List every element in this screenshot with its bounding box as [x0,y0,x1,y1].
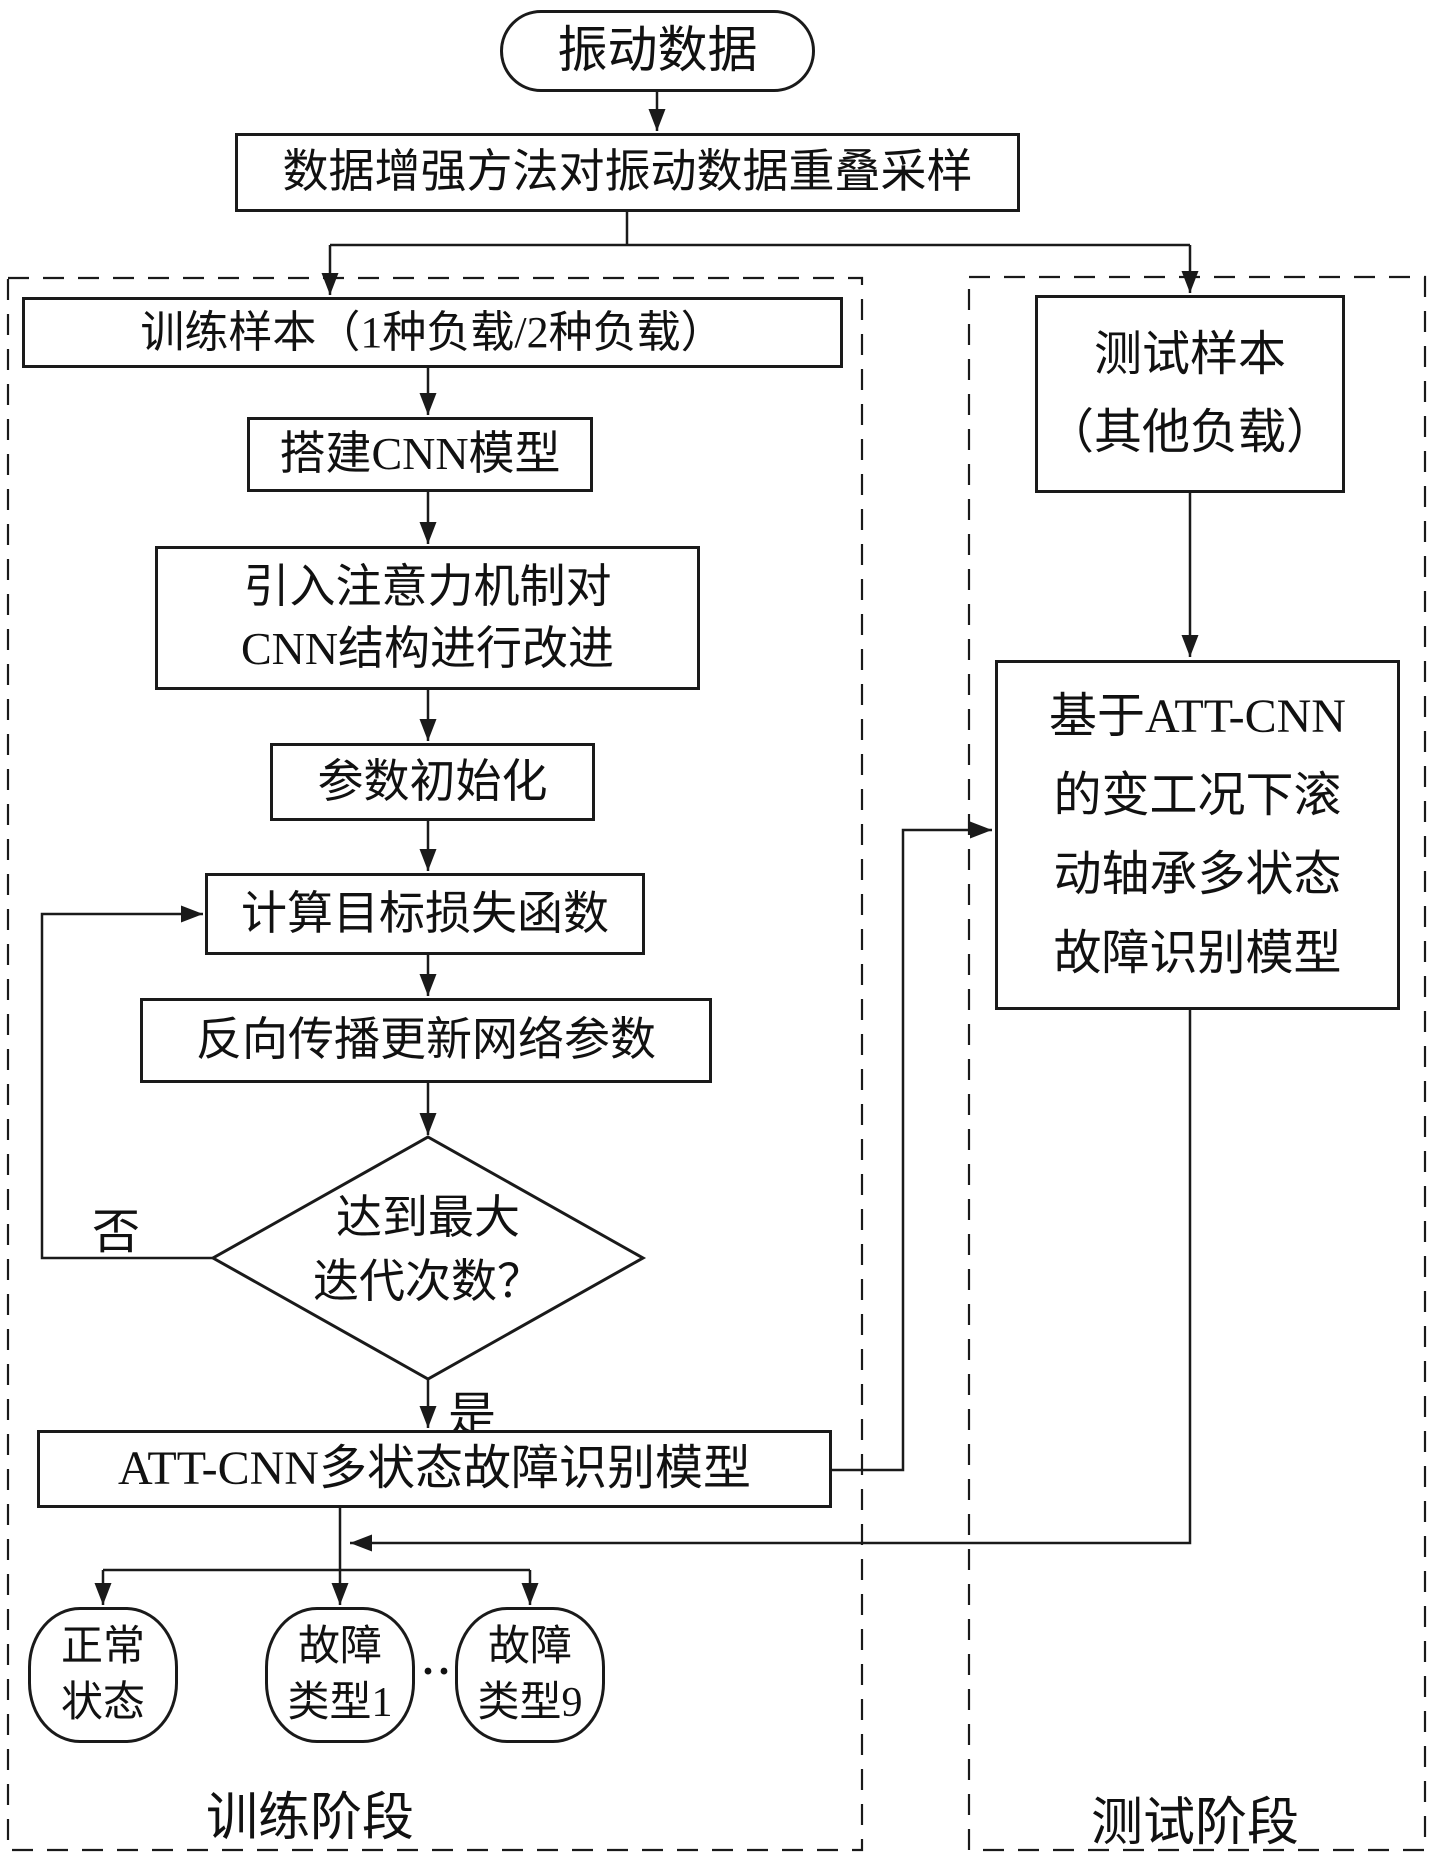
node-output-fault1: 故障 类型1 [265,1607,415,1743]
training-phase-dashed-box [6,276,864,1852]
node-parameter-init-label: 参数初始化 [317,755,548,807]
node-backpropagation-label: 反向传播更新网络参数 [196,1014,656,1066]
output-fault9-line2: 类型9 [477,1680,583,1726]
node-vibration-data-label: 振动数据 [557,22,758,79]
node-loss-function-label: 计算目标损失函数 [241,887,609,939]
output-fault1-line2: 类型1 [287,1680,393,1726]
node-training-samples: 训练样本（1种负载/2种负载） [22,297,843,368]
testing-phase-label: 测试阶段 [1090,1795,1299,1852]
connector-split [330,212,1190,247]
node-output-normal: 正常 状态 [28,1607,178,1743]
node-build-cnn-label: 搭建CNN模型 [279,428,561,480]
connector-attmodel-testmodel [832,821,992,1472]
node-build-cnn: 搭建CNN模型 [247,417,593,492]
decision-line1: 达到最大 [336,1192,520,1243]
test-samples-line2: （其他负载） [1045,406,1334,459]
node-backpropagation: 反向传播更新网络参数 [140,998,712,1083]
testing-phase-dashed-box [967,275,1427,1852]
connector-testmodel-outputs [350,1010,1192,1552]
node-att-cnn-model-label: ATT-CNN多状态故障识别模型 [118,1441,751,1495]
node-test-samples: 测试样本 （其他负载） [1035,295,1345,493]
node-parameter-init: 参数初始化 [270,743,595,821]
connector-output-branch [103,1508,530,1572]
output-normal-line2: 状态 [60,1680,145,1726]
training-phase-label: 训练阶段 [205,1790,414,1847]
test-model-line3: 动轴承多状态 [1053,848,1342,901]
node-attention-line2: CNN结构进行改进 [240,623,615,674]
decision-diamond-text: 达到最大 迭代次数？ [288,1186,568,1314]
output-fault9-line1: 故障 [487,1624,572,1670]
node-output-fault9: 故障 类型9 [455,1607,605,1743]
test-model-line1: 基于ATT-CNN [1049,690,1346,743]
connector-feedback-no [40,905,213,1260]
node-attention-line1: 引入注意力机制对 [243,560,612,612]
node-att-cnn-model: ATT-CNN多状态故障识别模型 [37,1430,832,1508]
node-vibration-data: 振动数据 [500,10,815,92]
test-model-line2: 的变工况下滚 [1053,769,1342,822]
node-training-samples-label: 训练样本（1种负载/2种负载） [140,307,725,357]
output-fault1-line1: 故障 [297,1624,382,1670]
node-data-augmentation: 数据增强方法对振动数据重叠采样 [235,133,1020,212]
node-data-augmentation-label: 数据增强方法对振动数据重叠采样 [282,146,973,198]
test-samples-line1: 测试样本 [1093,328,1286,381]
decision-no-label: 否 [92,1206,141,1259]
decision-line2: 迭代次数？ [313,1256,543,1307]
output-normal-line1: 正常 [60,1624,145,1670]
node-att-cnn-variable-condition-model: 基于ATT-CNN 的变工况下滚 动轴承多状态 故障识别模型 [995,660,1400,1010]
node-loss-function: 计算目标损失函数 [205,873,645,955]
node-attention-mechanism: 引入注意力机制对 CNN结构进行改进 [155,546,700,690]
test-model-line4: 故障识别模型 [1053,927,1342,980]
